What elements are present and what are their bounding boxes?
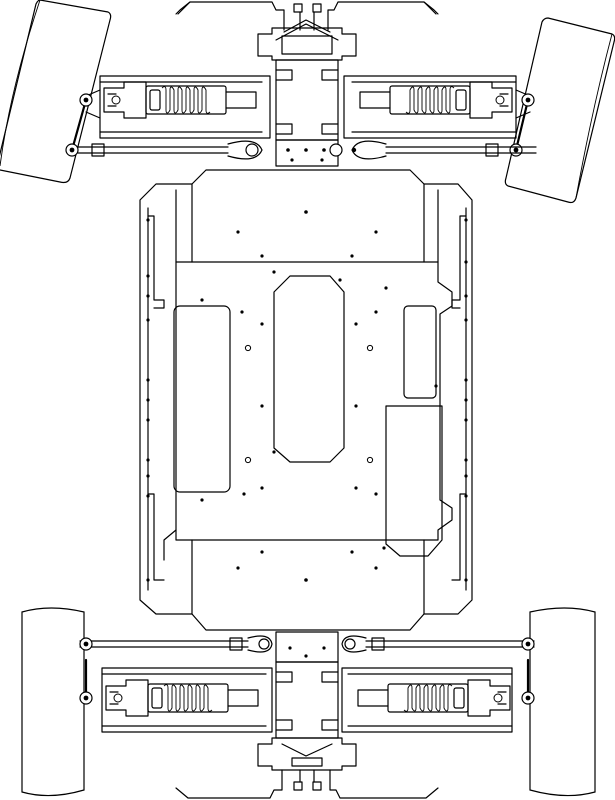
front-right-hub (509, 93, 535, 157)
front-bulkhead (257, 19, 357, 167)
rear-bulkhead (257, 631, 357, 771)
rear-right-arm (341, 667, 513, 733)
wheel-rear-right (529, 607, 596, 797)
shock-rear-left (105, 679, 259, 717)
chassis-inner-plate (163, 261, 453, 561)
front-steering-links (77, 140, 537, 160)
chassis-outer-plate (139, 169, 473, 631)
wheel-rear-left (21, 607, 85, 797)
rear-links (79, 635, 535, 653)
battery-cutout-left (173, 305, 231, 493)
receiver-cutout (403, 305, 437, 399)
esc-cutout (385, 405, 443, 557)
shock-front-right (359, 81, 513, 119)
chassis-mounting-holes (146, 210, 468, 582)
battery-cutout-centre (273, 275, 345, 463)
shock-front-left (103, 81, 257, 119)
rear-left-arm (101, 667, 273, 733)
rear-left-hub (79, 658, 93, 705)
front-bumper (175, 1, 439, 31)
rear-right-hub (521, 658, 535, 705)
wheel-front-left (0, 0, 112, 184)
rear-bumper (175, 769, 439, 799)
front-left-hub (65, 93, 93, 157)
wheel-front-right (504, 17, 615, 204)
front-right-arm (343, 75, 531, 139)
shock-rear-right (357, 679, 511, 717)
